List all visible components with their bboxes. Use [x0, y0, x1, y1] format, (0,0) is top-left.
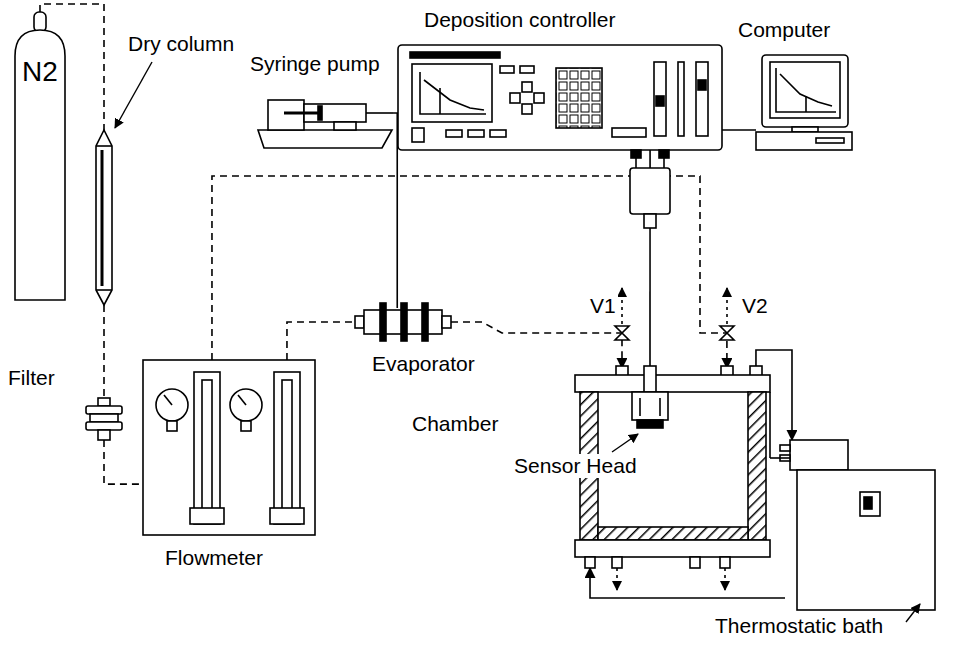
- sensor-head: [632, 366, 668, 428]
- flowmeter: Flowmeter: [143, 360, 315, 535]
- node-label: Filter: [8, 366, 55, 390]
- deposition-controller: [398, 45, 722, 150]
- filter: [86, 398, 122, 440]
- valve-v2: [720, 288, 734, 340]
- computer: Computer: [756, 55, 852, 150]
- gas-line: [287, 322, 355, 360]
- leader-line: [115, 62, 152, 128]
- valve-label: V2: [740, 294, 770, 318]
- node-label: Deposition controller: [424, 8, 615, 32]
- node-label: Chamber: [412, 412, 498, 436]
- gas-cylinder: [15, 12, 65, 300]
- node-label: Computer: [738, 18, 830, 42]
- computer: [756, 55, 852, 150]
- gas-line: [590, 568, 785, 598]
- node-label: Thermostatic bath: [715, 614, 883, 638]
- gas-line: [393, 113, 397, 308]
- evaporator: Evaporator: [355, 308, 451, 336]
- sensor-head: Sensor Head: [628, 366, 672, 432]
- valve-label: V1: [588, 294, 618, 318]
- dry-column: [96, 130, 112, 305]
- node-label: N2: [15, 56, 65, 88]
- syringe-pump: Syringe pump: [258, 92, 393, 148]
- thermostatic-bath: [770, 392, 935, 610]
- filter: Filter: [84, 398, 124, 440]
- node-label: Dry column: [128, 32, 234, 56]
- dry-column: Dry column: [94, 130, 114, 305]
- node-label: Flowmeter: [165, 546, 263, 570]
- chamber: ChamberSensor Head: [575, 368, 770, 568]
- thermostatic-bath: Thermostatic bath: [785, 440, 937, 610]
- deposition-controller: Deposition controller: [398, 45, 722, 150]
- flowmeter: [143, 360, 315, 535]
- gas-line: [722, 129, 756, 131]
- node-label: Syringe pump: [250, 52, 380, 76]
- gas-line: [451, 322, 622, 368]
- gas-cylinder: N2: [15, 12, 65, 300]
- sensor-cable: [630, 150, 670, 228]
- node-label: Sensor Head: [512, 454, 639, 478]
- evaporator: [355, 303, 451, 341]
- node-label: Evaporator: [372, 352, 475, 376]
- leader-line: [612, 434, 638, 452]
- leader-line: [906, 604, 920, 622]
- gas-line: [103, 305, 105, 398]
- gas-line: [104, 440, 143, 484]
- syringe-pump: [258, 100, 393, 148]
